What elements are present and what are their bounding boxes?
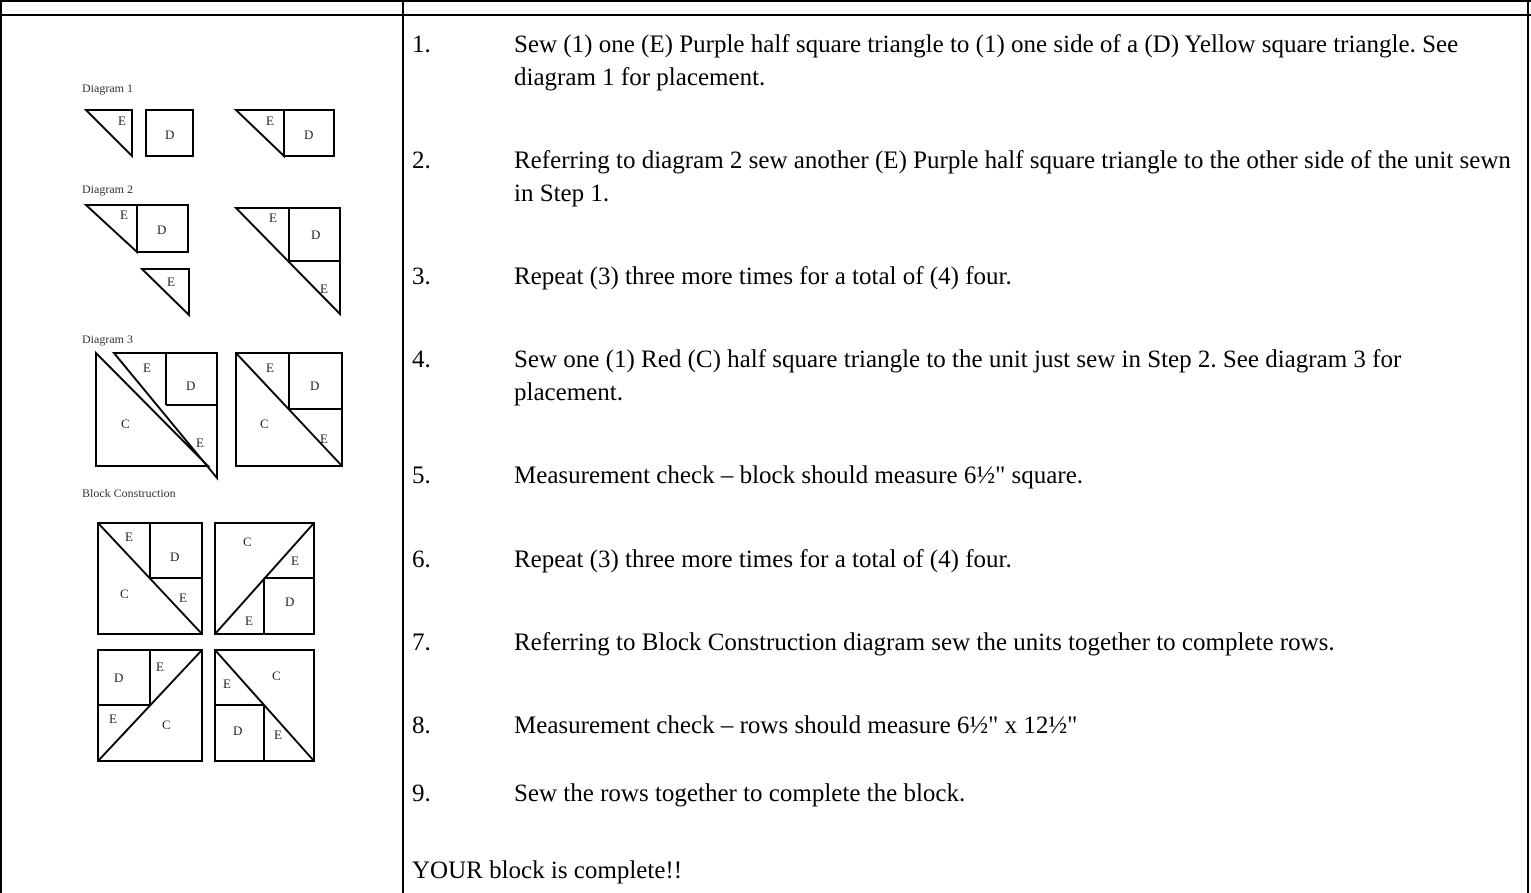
- step-text: Sew the rows together to complete the bl…: [514, 780, 966, 807]
- table-border-right: [1527, 0, 1529, 893]
- piece-label: D: [165, 127, 174, 142]
- piece-label: E: [196, 435, 204, 450]
- step-text: Measurement check – rows should measure …: [514, 712, 1078, 739]
- piece-label: E: [156, 659, 164, 674]
- diagram-2-label: Diagram 2: [82, 182, 133, 196]
- piece-label: E: [320, 281, 328, 296]
- table-column-divider: [402, 0, 404, 893]
- step-number: 4.: [412, 346, 431, 373]
- piece-label: E: [179, 590, 187, 605]
- piece-label: E: [266, 113, 274, 128]
- piece-label: E: [269, 210, 277, 225]
- step-text: Referring to Block Construction diagram …: [514, 629, 1335, 656]
- block-construction-label: Block Construction: [82, 486, 176, 500]
- piece-label: E: [125, 529, 133, 544]
- table-row-divider: [0, 14, 1531, 16]
- piece-label: C: [121, 416, 130, 431]
- piece-label: D: [310, 378, 319, 393]
- diagram-3-label: Diagram 3: [82, 332, 133, 346]
- step-number: 2.: [412, 147, 431, 174]
- instructions-panel: 1. Sew (1) one (E) Purple half square tr…: [404, 16, 1527, 893]
- step-text: Sew (1) one (E) Purple half square trian…: [514, 31, 1459, 91]
- piece-label: E: [167, 274, 175, 289]
- piece-label: D: [304, 127, 313, 142]
- piece-label: C: [272, 668, 281, 683]
- piece-label: D: [311, 227, 320, 242]
- step-number: 6.: [412, 546, 431, 573]
- completion-message: YOUR block is complete!!: [412, 857, 683, 884]
- piece-label: C: [243, 534, 252, 549]
- step-text: Repeat (3) three more times for a total …: [514, 546, 1012, 573]
- piece-label: D: [233, 723, 242, 738]
- piece-label: E: [120, 207, 128, 222]
- piece-label: E: [291, 553, 299, 568]
- piece-label: D: [186, 378, 195, 393]
- diagram-1-label: Diagram 1: [82, 81, 133, 95]
- step-number: 5.: [412, 462, 431, 489]
- assembly-diagrams: E D E D E D E E D E: [83, 109, 343, 762]
- piece-label: E: [118, 113, 126, 128]
- diagram-panel: Diagram 1 E D E D E D E: [2, 16, 402, 893]
- diagram-2: E D E E D E: [83, 204, 341, 318]
- piece-label: E: [109, 711, 117, 726]
- diagram-3: C E D E E D C E: [95, 350, 343, 481]
- piece-label: C: [120, 586, 129, 601]
- step-text: Referring to diagram 2 sew another (E) P…: [514, 147, 1511, 207]
- piece-label: D: [170, 549, 179, 564]
- piece-label: E: [266, 360, 274, 375]
- step-text: Repeat (3) three more times for a total …: [514, 263, 1012, 290]
- piece-label: D: [157, 222, 166, 237]
- block-construction: E D C E C E E D D E E: [97, 522, 315, 762]
- piece-label: E: [245, 613, 253, 628]
- step-number: 9.: [412, 780, 431, 807]
- diagram-1: E D E D: [83, 109, 335, 159]
- piece-label: E: [320, 431, 328, 446]
- step-number: 7.: [412, 629, 431, 656]
- piece-label: D: [285, 594, 294, 609]
- step-text: Sew one (1) Red (C) half square triangle…: [514, 346, 1402, 406]
- step-text: Measurement check – block should measure…: [514, 462, 1084, 489]
- piece-label: E: [223, 676, 231, 691]
- piece-label: E: [274, 727, 282, 742]
- step-number: 8.: [412, 712, 431, 739]
- step-number: 1.: [412, 31, 431, 58]
- table-border-top: [0, 0, 1531, 2]
- piece-label: C: [162, 717, 171, 732]
- piece-label: E: [143, 360, 151, 375]
- step-number: 3.: [412, 263, 431, 290]
- table-border-left: [0, 0, 2, 893]
- piece-label: D: [114, 670, 123, 685]
- piece-label: C: [260, 416, 269, 431]
